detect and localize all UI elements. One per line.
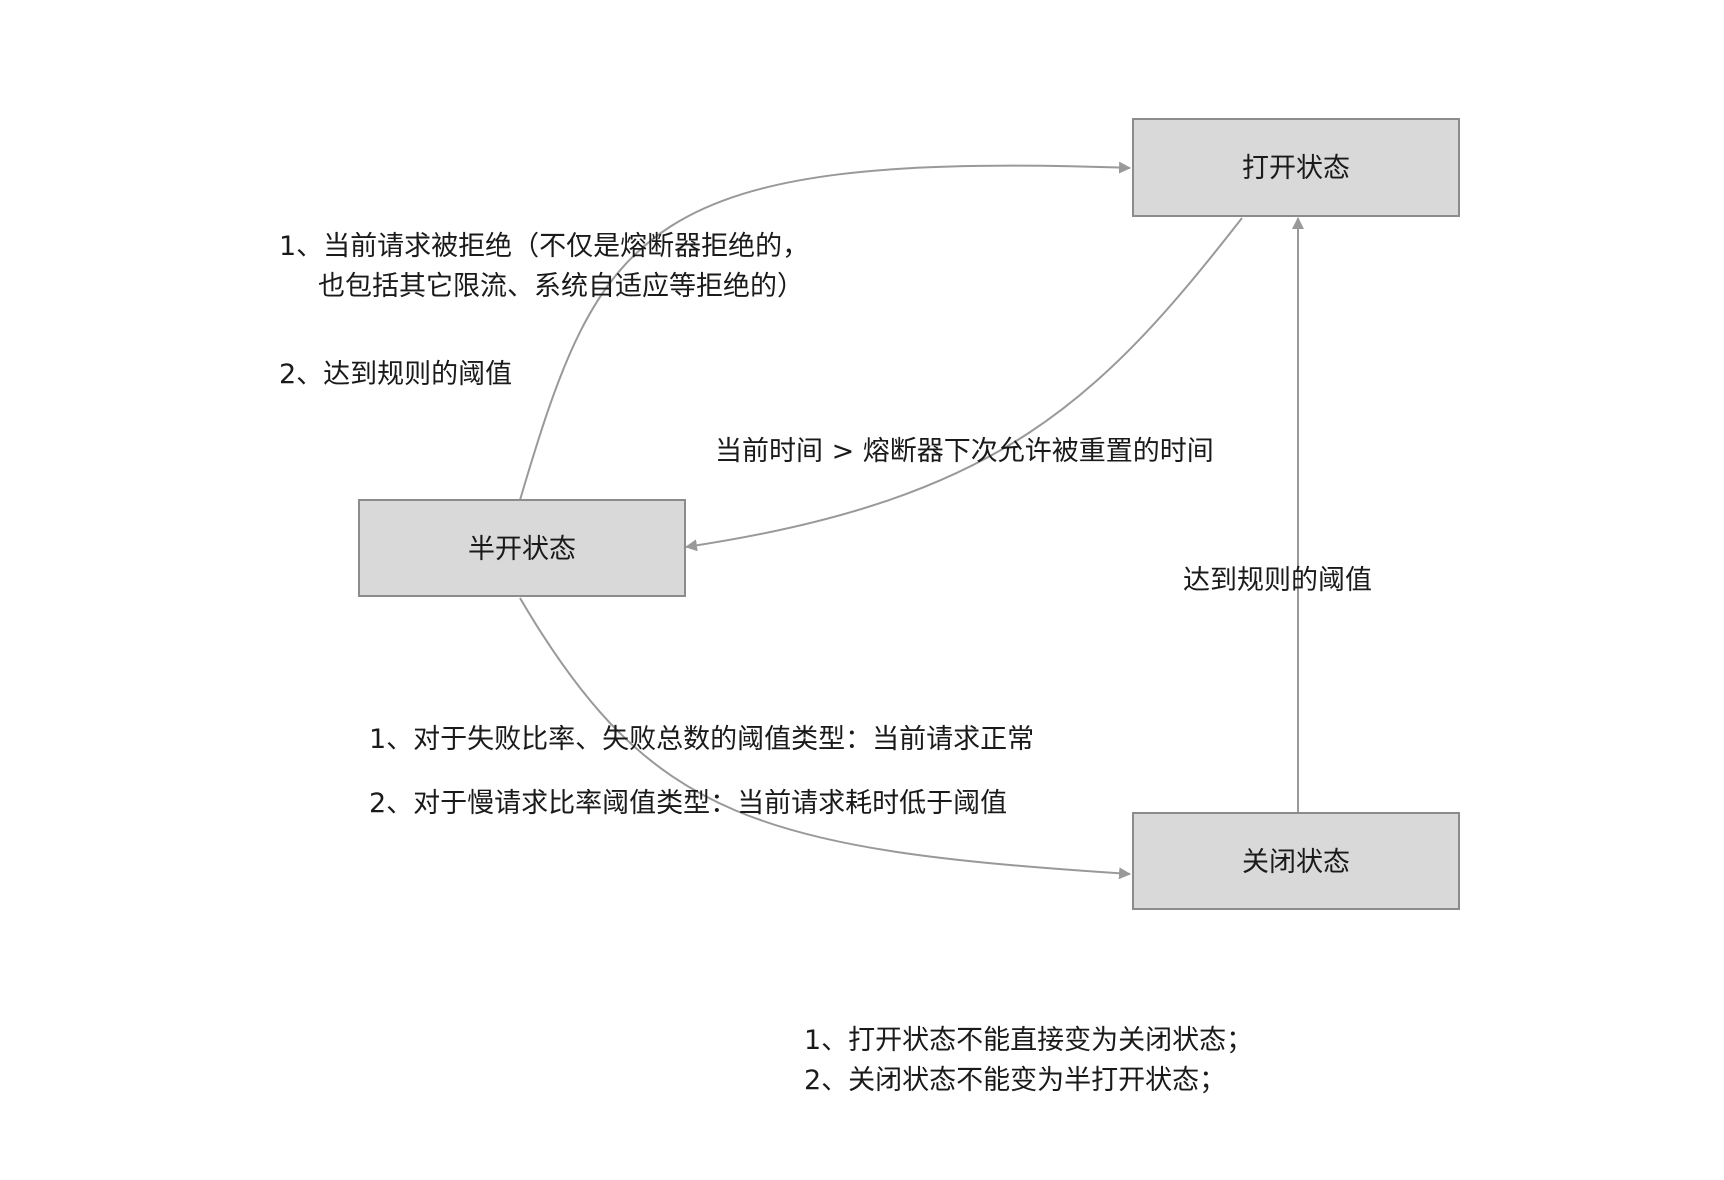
node-closed-state-label: 关闭状态 — [1242, 847, 1350, 878]
node-half-open-state-label: 半开状态 — [468, 534, 576, 565]
half-to-open-condition-2: 2、达到规则的阈值 — [279, 359, 512, 390]
half-to-closed-condition-2: 2、对于慢请求比率阈值类型：当前请求耗时低于阈值 — [369, 788, 1007, 819]
closed-to-open-condition: 达到规则的阈值 — [1183, 565, 1372, 596]
half-to-open-condition-1-line-1: 1、当前请求被拒绝（不仅是熔断器拒绝的， — [279, 231, 809, 262]
node-closed-state: 关闭状态 — [1132, 812, 1460, 910]
edge-open-to-half — [685, 217, 1243, 552]
edge-half-to-open — [519, 161, 1131, 501]
half-to-closed-condition-1: 1、对于失败比率、失败总数的阈值类型：当前请求正常 — [369, 724, 1034, 755]
open-to-half-condition: 当前时间 > 熔断器下次允许被重置的时间 — [715, 436, 1214, 467]
half-to-open-condition-1-line-2: 也包括其它限流、系统自适应等拒绝的） — [318, 271, 804, 302]
node-open-state: 打开状态 — [1132, 118, 1460, 217]
edge-half-to-closed — [519, 597, 1131, 880]
node-half-open-state: 半开状态 — [358, 499, 686, 597]
note-line-1: 1、打开状态不能直接变为关闭状态； — [804, 1025, 1253, 1056]
note-line-2: 2、关闭状态不能变为半打开状态； — [804, 1065, 1226, 1096]
node-open-state-label: 打开状态 — [1242, 153, 1350, 184]
